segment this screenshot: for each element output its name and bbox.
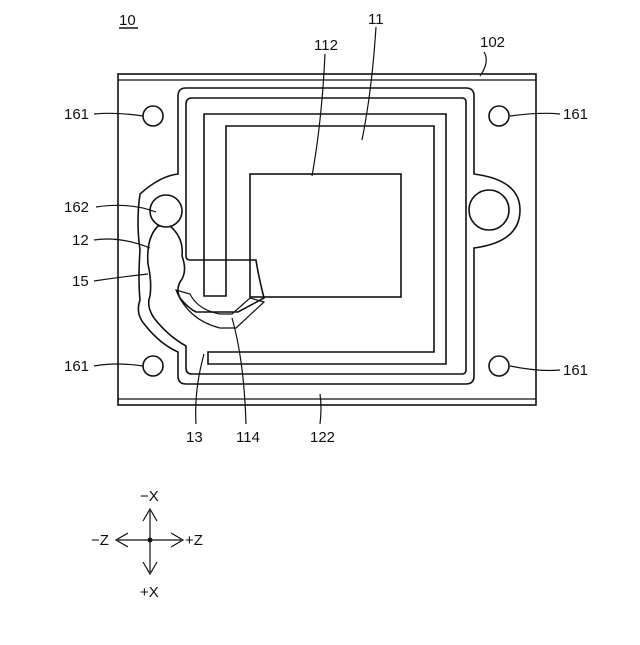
flow-channel <box>204 114 446 364</box>
hole-top-right <box>489 106 509 126</box>
leader-161-br <box>510 366 560 371</box>
leader-13 <box>196 354 204 424</box>
hole-bottom-left <box>143 356 163 376</box>
label-11: 11 <box>368 11 384 28</box>
leader-11 <box>362 27 376 140</box>
label-161-bl: 161 <box>64 358 89 375</box>
leader-15 <box>94 274 148 281</box>
hole-bottom-right <box>489 356 509 376</box>
label-161-tr: 161 <box>563 106 588 123</box>
direction-indicator: −X +X −Z +Z <box>91 488 203 601</box>
leader-102 <box>480 52 486 76</box>
leader-162 <box>96 205 156 212</box>
manifold-right <box>469 190 509 230</box>
leader-122 <box>320 394 321 424</box>
seal-line <box>148 98 466 374</box>
hole-top-left <box>143 106 163 126</box>
label-114: 114 <box>236 429 260 446</box>
label-161-tl: 161 <box>64 106 89 123</box>
axis-label-right: +Z <box>185 532 203 549</box>
figure-number: 10 <box>119 12 136 29</box>
label-162: 162 <box>64 199 89 216</box>
axis-label-left: −Z <box>91 532 109 549</box>
leader-112 <box>312 54 325 176</box>
label-102: 102 <box>480 34 505 51</box>
label-122: 122 <box>310 429 335 446</box>
origin-dot <box>148 538 153 543</box>
axis-label-down: +X <box>140 584 159 601</box>
label-12: 12 <box>72 232 89 249</box>
label-15: 15 <box>72 273 89 290</box>
label-161-br: 161 <box>563 362 588 379</box>
axis-label-up: −X <box>140 488 159 505</box>
label-13: 13 <box>186 429 203 446</box>
leader-161-tr <box>510 113 560 116</box>
leader-12 <box>94 239 150 248</box>
leader-114 <box>232 318 246 424</box>
label-112: 112 <box>314 37 338 54</box>
active-area <box>250 174 401 297</box>
raised-frame-outline <box>138 88 520 384</box>
